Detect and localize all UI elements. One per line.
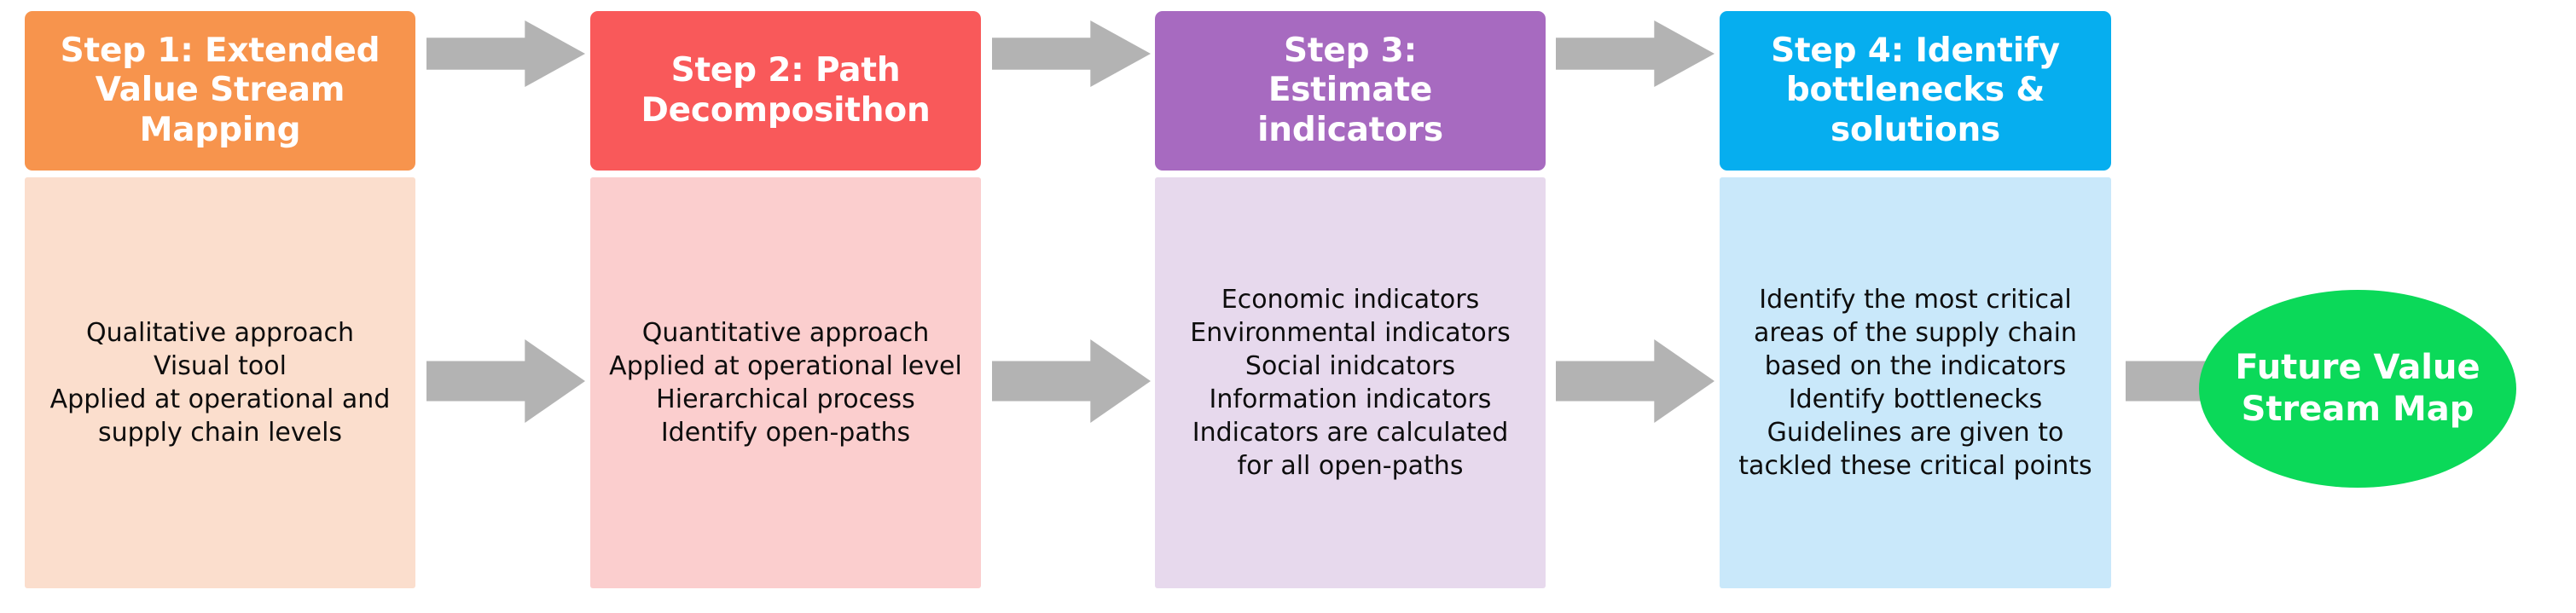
arrow-bottom-1-2-icon (426, 339, 585, 423)
arrow-bottom-2-3-icon (992, 339, 1151, 423)
step-body-label-3: Economic indicators Environmental indica… (1190, 285, 1511, 481)
step-body-label-4: Identify the most critical areas of the … (1738, 285, 2092, 481)
step-body-label-1: Qualitative approach Visual tool Applied… (49, 318, 391, 448)
step-body-4: Identify the most critical areas of the … (1720, 177, 2111, 588)
step-header-label-1: Step 1: Extended Value Stream Mapping (60, 32, 380, 149)
step-column-4: Step 4: Identify bottlenecks & solutions… (1720, 0, 2111, 613)
step-header-4[interactable]: Step 4: Identify bottlenecks & solutions (1720, 11, 2111, 171)
step-body-label-2: Quantitative approach Applied at operati… (609, 318, 962, 448)
step-header-label-2: Step 2: Path Decomposithon (641, 51, 931, 130)
arrow-bottom-3-4-icon (1556, 339, 1714, 423)
future-value-stream-map-node[interactable]: Future Value Stream Map (2199, 290, 2516, 488)
step-header-3[interactable]: Step 3: Estimate indicators (1155, 11, 1546, 171)
step-header-2[interactable]: Step 2: Path Decomposithon (590, 11, 981, 171)
step-header-label-3: Step 3: Estimate indicators (1257, 32, 1443, 149)
step-header-label-4: Step 4: Identify bottlenecks & solutions (1771, 32, 2060, 149)
step-header-1[interactable]: Step 1: Extended Value Stream Mapping (25, 11, 415, 171)
step-body-3: Economic indicators Environmental indica… (1155, 177, 1546, 588)
step-body-2: Quantitative approach Applied at operati… (590, 177, 981, 588)
step-body-1: Qualitative approach Visual tool Applied… (25, 177, 415, 588)
future-value-stream-map-label: Future Value Stream Map (2235, 348, 2480, 429)
arrow-top-2-3-icon (992, 20, 1151, 87)
arrow-top-3-4-icon (1556, 20, 1714, 87)
arrow-top-1-2-icon (426, 20, 585, 87)
